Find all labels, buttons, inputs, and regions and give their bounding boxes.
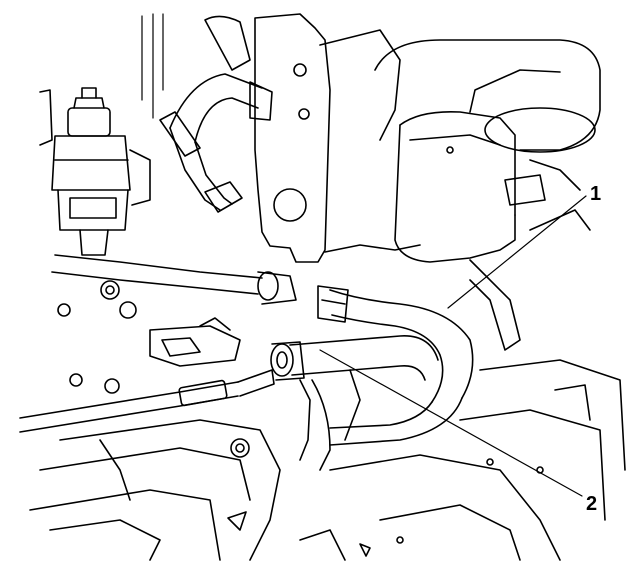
coolant-reservoir: [374, 39, 601, 351]
callout-label-1: 1: [590, 183, 602, 205]
engine-lower-right: [299, 359, 626, 561]
firewall-bracket: [204, 13, 421, 263]
upper-heater-hose: [159, 73, 273, 213]
engine-lower-structure: [29, 317, 281, 561]
leader-line-2: [319, 349, 583, 497]
egr-valve: [39, 87, 151, 256]
callout-label-2: 2: [586, 493, 598, 515]
body-panel-lines: [141, 13, 164, 119]
heater-hose-assembly: [317, 285, 474, 446]
heater-pipe-left: [51, 254, 297, 319]
fuel-line: [19, 369, 275, 433]
leader-line-1: [447, 195, 587, 309]
heater-outlet-hose: [270, 335, 439, 471]
leader-lines: [319, 195, 587, 497]
